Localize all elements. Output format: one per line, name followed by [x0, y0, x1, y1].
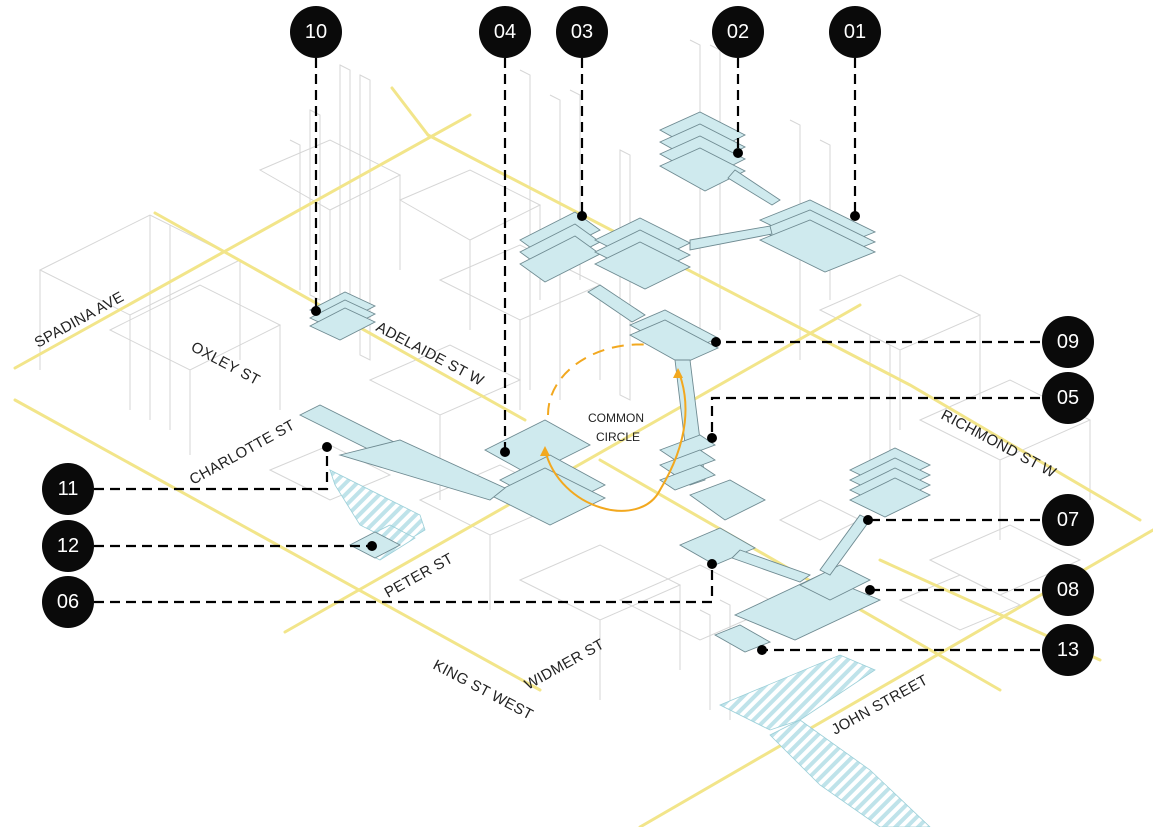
marker-01: 01 — [829, 6, 881, 58]
streets — [13, 86, 1153, 827]
building-wireframes — [38, 39, 1092, 720]
marker-08: 08 — [1042, 564, 1094, 616]
marker-07-label: 07 — [1057, 509, 1079, 531]
common-circle-dashed-arc — [547, 343, 651, 416]
arrow-icon — [673, 368, 683, 378]
street-label-charlotte: CHARLOTTE ST — [187, 417, 298, 489]
street-label-richmond: RICHMOND ST W — [938, 407, 1059, 482]
marker-01-label: 01 — [844, 21, 866, 43]
marker-12-label: 12 — [57, 535, 79, 557]
marker-09-label: 09 — [1057, 331, 1079, 353]
marker-11-label: 11 — [58, 478, 79, 500]
marker-08-label: 08 — [1057, 579, 1079, 601]
street-label-king: KING ST WEST — [430, 657, 536, 724]
endpoint-09 — [711, 337, 721, 347]
marker-11: 11 — [42, 463, 94, 515]
marker-12: 12 — [42, 520, 94, 572]
marker-03-label: 03 — [571, 21, 593, 43]
marker-13-label: 13 — [1057, 639, 1079, 661]
marker-04: 04 — [479, 6, 531, 58]
leader-endpoints — [311, 148, 875, 655]
street-label-widmer: WIDMER ST — [522, 636, 608, 694]
marker-03: 03 — [556, 6, 608, 58]
marker-06: 06 — [42, 576, 94, 628]
endpoint-08 — [865, 585, 875, 595]
endpoint-04 — [500, 447, 510, 457]
street-label-spadina: SPADINA AVE — [32, 288, 127, 351]
endpoint-01 — [850, 211, 860, 221]
endpoint-02 — [733, 148, 743, 158]
marker-07: 07 — [1042, 494, 1094, 546]
hatched-paths — [329, 469, 931, 827]
marker-02-label: 02 — [727, 21, 749, 43]
endpoint-07 — [863, 515, 873, 525]
spadina-ave-line — [13, 113, 472, 370]
common-circle-label-line2: CIRCLE — [596, 430, 640, 444]
common-circle-path — [544, 343, 687, 512]
floor-plates — [298, 111, 932, 653]
common-circle-label-line1: COMMON — [588, 411, 644, 425]
marker-04-label: 04 — [494, 21, 516, 43]
leader-lines — [94, 58, 1040, 652]
common-circle-solid-loop — [544, 369, 687, 512]
endpoint-13 — [757, 645, 767, 655]
street-label-peter: PETER ST — [382, 550, 456, 602]
marker-10-label: 10 — [305, 21, 327, 43]
marker-13: 13 — [1042, 624, 1094, 676]
endpoint-12 — [367, 541, 377, 551]
marker-09: 09 — [1042, 316, 1094, 368]
arrow-icon — [540, 446, 550, 456]
endpoint-05 — [707, 433, 717, 443]
endpoint-10 — [311, 306, 321, 316]
endpoint-11 — [322, 442, 332, 452]
north-street-line — [390, 86, 430, 137]
marker-05: 05 — [1042, 372, 1094, 424]
endpoint-03 — [577, 211, 587, 221]
marker-02: 02 — [712, 6, 764, 58]
endpoint-06 — [707, 559, 717, 569]
marker-06-label: 06 — [57, 591, 79, 613]
upper-diagonal-line — [426, 133, 1142, 522]
marker-05-label: 05 — [1057, 387, 1079, 409]
marker-10: 10 — [290, 6, 342, 58]
street-label-oxley: OXLEY ST — [188, 339, 263, 389]
